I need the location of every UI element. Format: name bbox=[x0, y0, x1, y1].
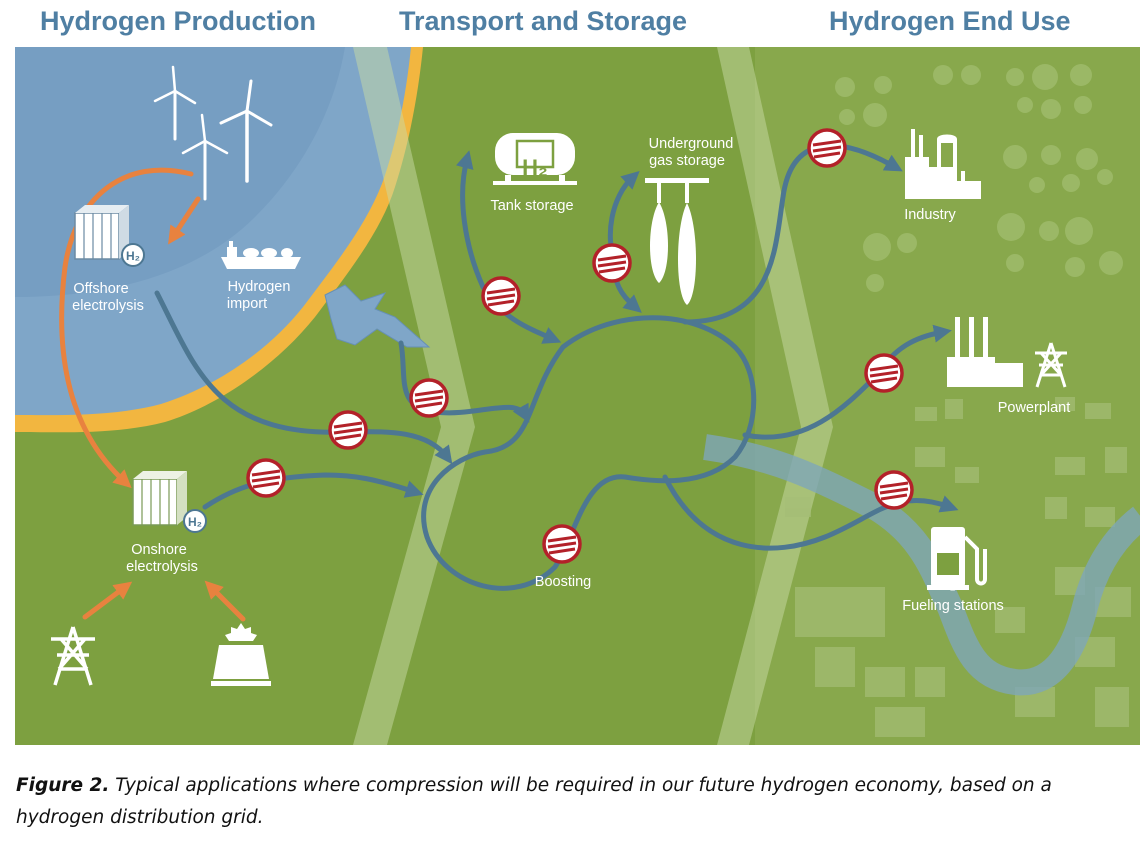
compressor-icon bbox=[328, 410, 368, 450]
compressor-icon bbox=[807, 128, 847, 168]
city-blocks bbox=[785, 397, 1131, 737]
powerplant-label: Powerplant bbox=[998, 400, 1071, 416]
compressor-icon bbox=[481, 276, 521, 316]
compressor-icon bbox=[592, 243, 632, 283]
compressor-icon bbox=[542, 524, 582, 564]
onshore-label-2: electrolysis bbox=[126, 559, 198, 575]
import-label-1: Hydrogen bbox=[228, 279, 291, 295]
pylon-icon bbox=[51, 626, 95, 686]
industry-label: Industry bbox=[904, 207, 956, 223]
figure-caption: Figure 2. Typical applications where com… bbox=[16, 770, 1126, 834]
caption-text: Typical applications where compression w… bbox=[16, 775, 1052, 828]
offshore-h2-badge: H₂ bbox=[126, 249, 140, 263]
ship-icon bbox=[221, 241, 301, 269]
pylon-icon bbox=[1035, 342, 1067, 388]
fueling-label: Fueling stations bbox=[902, 598, 1004, 614]
road-band-right bbox=[717, 47, 833, 745]
industrial-background bbox=[835, 64, 1123, 292]
electrolyzer-icon bbox=[132, 471, 207, 533]
import-jetty bbox=[324, 284, 431, 348]
header-transport: Transport and Storage bbox=[399, 6, 688, 36]
offshore-label-1: Offshore bbox=[73, 281, 128, 297]
compressor-icon bbox=[246, 458, 286, 498]
import-label-2: import bbox=[227, 296, 267, 312]
header-production: Hydrogen Production bbox=[40, 6, 316, 36]
header-end-use: Hydrogen End Use bbox=[829, 6, 1071, 36]
onshore-label-1: Onshore bbox=[131, 542, 187, 558]
underground-label-2: gas storage bbox=[649, 153, 725, 169]
tank-h2-label: H₂ bbox=[522, 155, 548, 180]
wind-turbine-icon bbox=[153, 65, 273, 201]
fuel-h2-label: H₂ bbox=[940, 578, 955, 593]
tank-storage-label: Tank storage bbox=[490, 198, 573, 214]
fuel-pump-icon bbox=[927, 527, 987, 590]
onshore-h2-badge: H₂ bbox=[188, 515, 202, 529]
figure-number: Figure 2. bbox=[16, 775, 110, 796]
underground-storage-icon bbox=[645, 178, 709, 305]
offshore-label-2: electrolysis bbox=[72, 298, 144, 314]
underground-label-1: Underground bbox=[649, 136, 734, 152]
compressor-icon bbox=[864, 353, 904, 393]
road-band-left bbox=[353, 47, 475, 745]
compressor-icon bbox=[874, 470, 914, 510]
powerplant-icon bbox=[947, 317, 1023, 387]
solar-icon bbox=[211, 623, 271, 686]
electrolyzer-icon bbox=[74, 205, 145, 267]
tank-icon bbox=[493, 133, 577, 185]
compressor-icon bbox=[409, 378, 449, 418]
hydrogen-grid-diagram: H₂ H₂ H₂ bbox=[15, 47, 1140, 745]
boosting-label: Boosting bbox=[535, 574, 591, 590]
river bbox=[703, 434, 1140, 696]
factory-icon bbox=[905, 129, 981, 199]
feed-arrows bbox=[59, 167, 246, 622]
